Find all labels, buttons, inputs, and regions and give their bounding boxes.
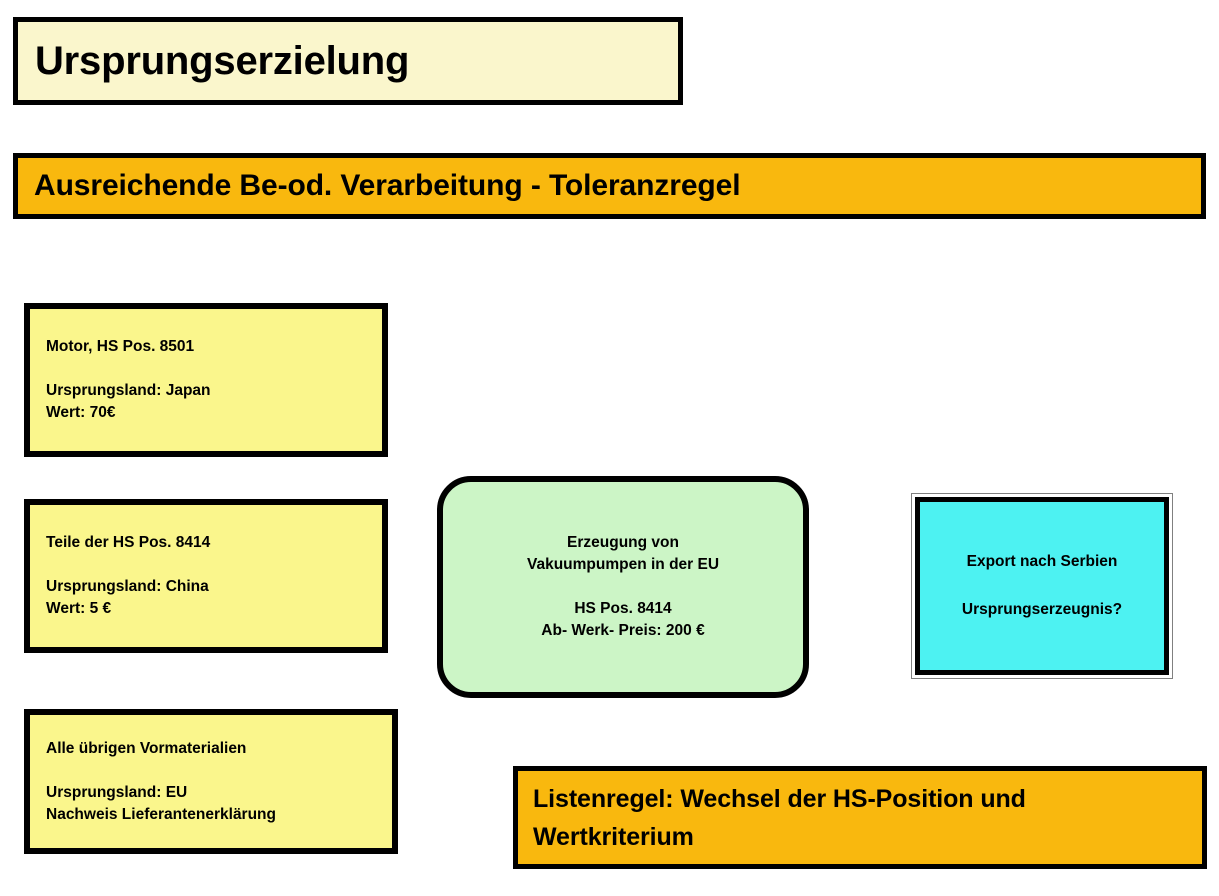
production-line-1: Erzeugung von [567, 533, 679, 551]
section-banner-label: Ausreichende Be-od. Verarbeitung - Toler… [34, 169, 741, 202]
material-heading: Motor, HS Pos. 8501 [46, 338, 195, 355]
material-value: Wert: 5 € [46, 600, 112, 617]
material-value: Wert: 70€ [46, 404, 116, 421]
list-rule-line-1: Listenregel: Wechsel der HS-Position und [533, 784, 1026, 813]
material-heading: Alle übrigen Vormaterialien [46, 739, 247, 757]
spacer [30, 760, 392, 782]
production-ex-works-price: Ab- Werk- Preis: 200 € [541, 621, 705, 639]
page-title: Ursprungserzielung [35, 39, 410, 83]
material-value: Nachweis Lieferantenerklärung [46, 805, 276, 823]
export-card-inner: Export nach Serbien Ursprungserzeugnis? [915, 497, 1169, 675]
production-hs-position: HS Pos. 8414 [574, 599, 672, 617]
list-rule-card: Listenregel: Wechsel der HS-Position und… [513, 766, 1207, 869]
material-heading: Teile der HS Pos. 8414 [46, 534, 211, 551]
material-card-motor: Motor, HS Pos. 8501 Ursprungsland: Japan… [24, 303, 388, 457]
spacer [30, 554, 382, 576]
spacer [30, 358, 382, 380]
production-line-2: Vakuumpumpen in der EU [526, 556, 720, 574]
list-rule-line-2: Wertkriterium [533, 822, 694, 851]
export-question: Ursprungserzeugnis? [961, 601, 1123, 618]
material-origin: Ursprungsland: China [46, 578, 209, 595]
material-card-parts: Teile der HS Pos. 8414 Ursprungsland: Ch… [24, 499, 388, 653]
export-card: Export nach Serbien Ursprungserzeugnis? [911, 493, 1173, 679]
material-origin: Ursprungsland: EU [46, 783, 188, 801]
material-card-other: Alle übrigen Vormaterialien Ursprungslan… [24, 709, 398, 854]
export-destination: Export nach Serbien [966, 553, 1118, 571]
production-card: Erzeugung von Vakuumpumpen in der EU HS … [437, 476, 809, 698]
slide-title-box: Ursprungserzielung [13, 17, 683, 105]
section-banner: Ausreichende Be-od. Verarbeitung - Toler… [13, 153, 1206, 219]
material-origin: Ursprungsland: Japan [46, 382, 211, 399]
